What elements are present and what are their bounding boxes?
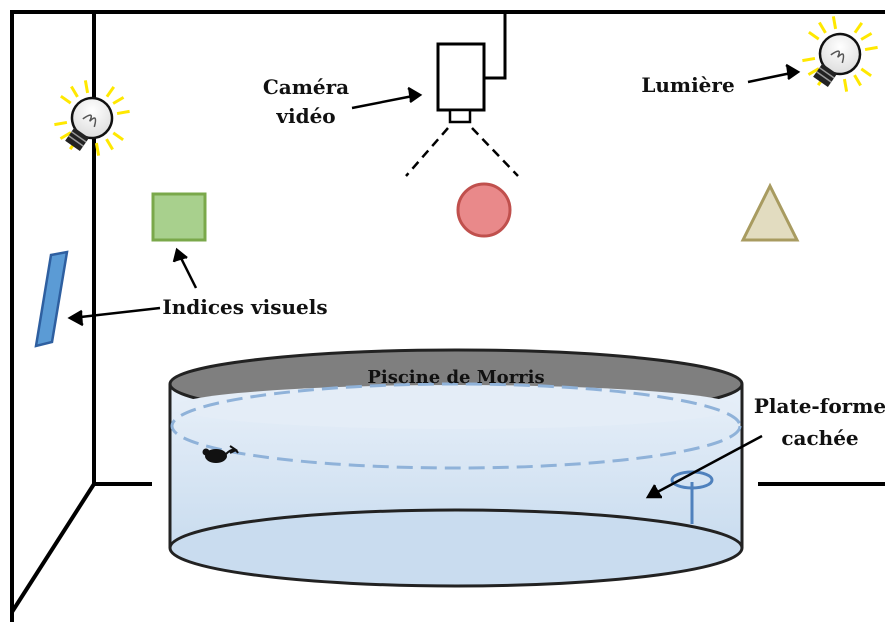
- light-bulb-icon-right: [802, 16, 878, 92]
- platform-label-line1: Plate-forme: [754, 394, 885, 418]
- camera-label-line1: Caméra: [263, 75, 349, 99]
- circle-visual-cue: [456, 182, 512, 238]
- morris-pool: [168, 348, 744, 588]
- hidden-platform: [670, 470, 714, 524]
- square-visual-cue: [151, 192, 207, 242]
- light-label: Lumière: [641, 73, 734, 97]
- light-bulb-icon-left: [54, 80, 130, 156]
- triangle-visual-cue: [740, 182, 800, 242]
- platform-label-line2: cachée: [781, 426, 858, 450]
- visual-cues-label: Indices visuels: [162, 295, 327, 319]
- mouse-icon: [202, 445, 239, 463]
- camera-label-line2: vidéo: [275, 104, 335, 128]
- pool-label: Piscine de Morris: [367, 367, 544, 388]
- wall-visual-cue: [34, 250, 69, 348]
- room-outline: [10, 10, 885, 622]
- annotation-arrows: [67, 63, 801, 499]
- camera-icon: [405, 12, 519, 177]
